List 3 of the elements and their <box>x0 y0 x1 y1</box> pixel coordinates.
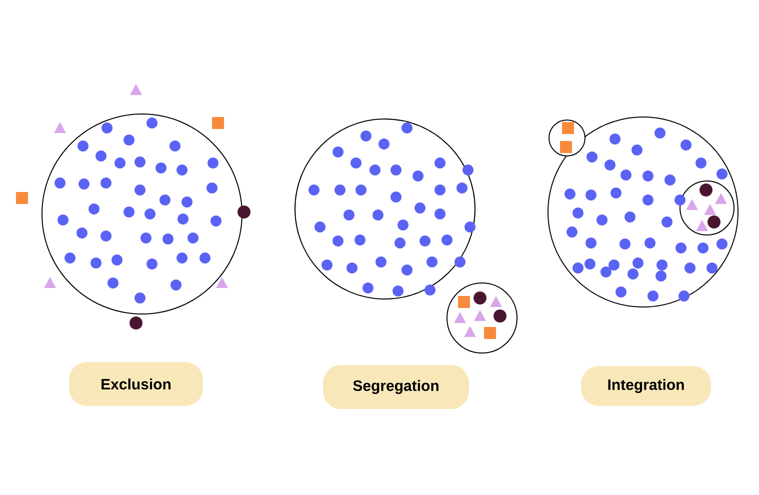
label-blob: Exclusion <box>69 362 203 406</box>
label-blob: Segregation <box>323 365 469 409</box>
label-blob: Integration <box>581 366 711 406</box>
